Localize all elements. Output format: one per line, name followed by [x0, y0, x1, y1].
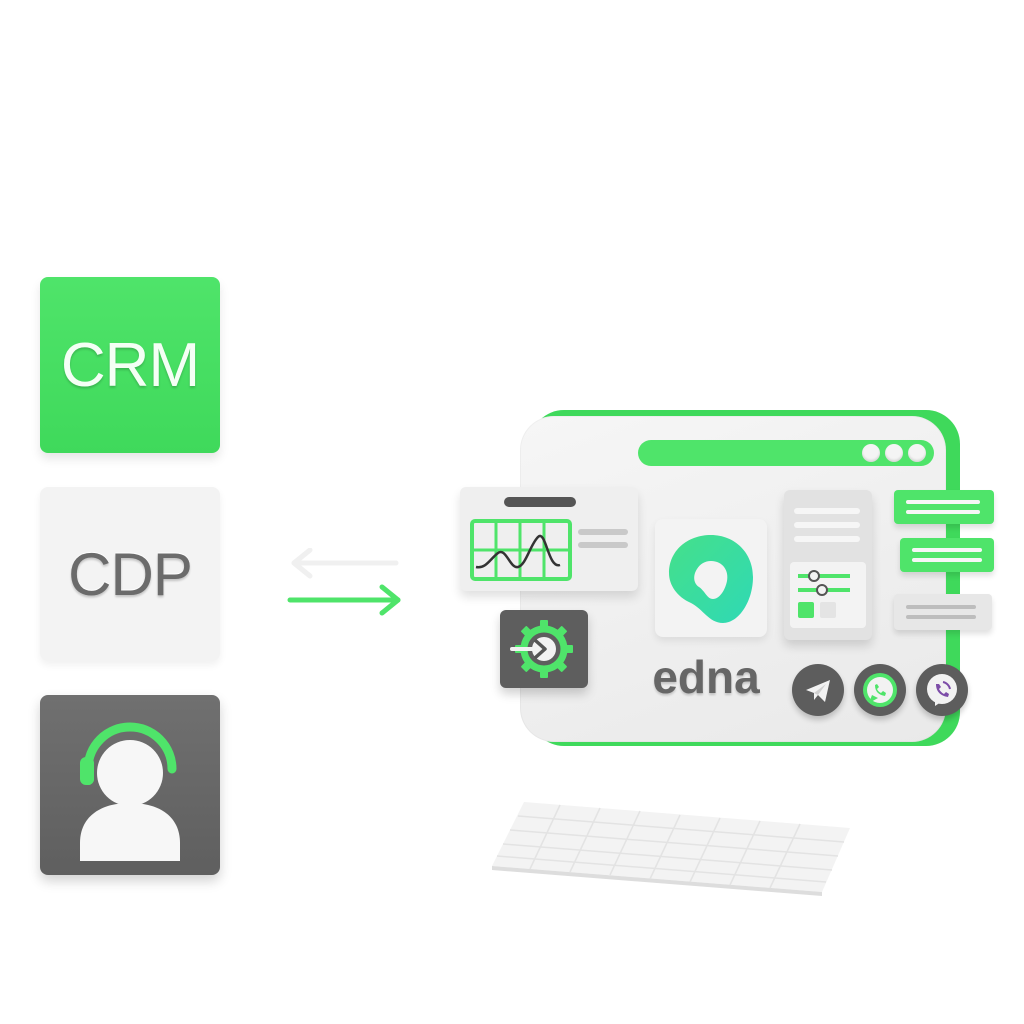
analytics-panel[interactable] [460, 487, 638, 591]
operator-tile[interactable] [40, 695, 220, 875]
chat-message[interactable] [894, 594, 992, 630]
cdp-tile[interactable]: CDP [40, 487, 220, 661]
address-bar[interactable] [638, 440, 934, 466]
chart-icon [470, 497, 628, 581]
telegram-icon [806, 680, 830, 702]
viber-button[interactable] [916, 664, 968, 716]
crm-label: CRM [60, 330, 200, 400]
telegram-button[interactable] [792, 664, 844, 716]
document-panel[interactable] [784, 490, 872, 640]
operator-headset-icon [80, 722, 180, 861]
chat-message[interactable] [894, 490, 994, 524]
keyboard-icon [492, 802, 850, 896]
brand-name: edna [652, 651, 760, 703]
integration-panel[interactable] [500, 610, 588, 688]
window-dot[interactable] [885, 444, 903, 462]
whatsapp-button[interactable] [854, 664, 906, 716]
edna-logo-icon [669, 535, 753, 623]
cdp-label: CDP [68, 540, 193, 608]
crm-tile[interactable]: CRM [40, 277, 220, 453]
brand-logo-panel [655, 519, 767, 637]
window-dot[interactable] [862, 444, 880, 462]
window-dot[interactable] [908, 444, 926, 462]
document-icon [790, 508, 866, 628]
window-controls[interactable] [862, 444, 926, 462]
viber-icon [927, 674, 957, 706]
sync-arrows-icon [287, 548, 401, 616]
whatsapp-icon [863, 673, 897, 707]
chat-message[interactable] [900, 538, 994, 572]
gear-enter-icon [510, 620, 573, 678]
